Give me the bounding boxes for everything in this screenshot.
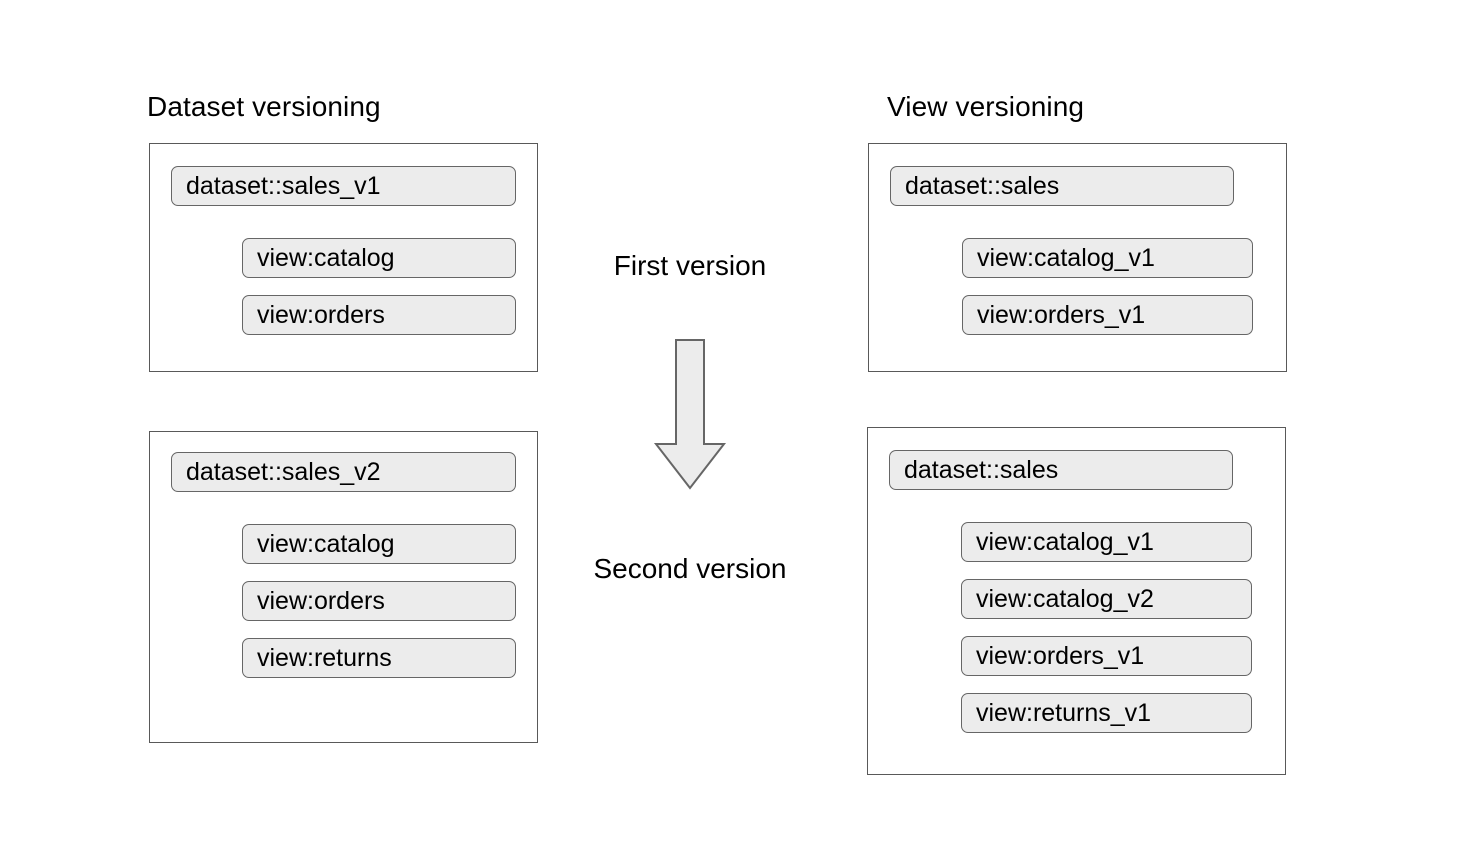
- view-pill[interactable]: view:catalog: [242, 524, 516, 564]
- view-pill[interactable]: view:catalog_v1: [961, 522, 1252, 562]
- view-pill[interactable]: view:orders_v1: [962, 295, 1253, 335]
- view-pill[interactable]: view:returns_v1: [961, 693, 1252, 733]
- group-dataset-versioning-first-version: dataset::sales_v1 view:catalog view:orde…: [149, 143, 538, 372]
- center-label-first-version: First version: [613, 250, 767, 281]
- view-pill[interactable]: view:returns: [242, 638, 516, 678]
- dataset-pill[interactable]: dataset::sales_v2: [171, 452, 516, 492]
- view-pill[interactable]: view:orders: [242, 581, 516, 621]
- group-view-versioning-first-version: dataset::sales view:catalog_v1 view:orde…: [868, 143, 1287, 372]
- view-pill[interactable]: view:catalog_v1: [962, 238, 1253, 278]
- column-heading-view-versioning: View versioning: [887, 91, 1085, 122]
- dataset-pill[interactable]: dataset::sales: [889, 450, 1233, 490]
- column-heading-dataset-versioning: Dataset versioning: [147, 91, 381, 122]
- view-pill[interactable]: view:catalog_v2: [961, 579, 1252, 619]
- center-label-second-version: Second version: [593, 553, 787, 584]
- group-view-versioning-second-version: dataset::sales view:catalog_v1 view:cata…: [867, 427, 1286, 775]
- dataset-pill[interactable]: dataset::sales_v1: [171, 166, 516, 206]
- dataset-pill[interactable]: dataset::sales: [890, 166, 1234, 206]
- view-pill[interactable]: view:orders: [242, 295, 516, 335]
- view-pill[interactable]: view:orders_v1: [961, 636, 1252, 676]
- group-dataset-versioning-second-version: dataset::sales_v2 view:catalog view:orde…: [149, 431, 538, 743]
- arrow-down-icon: [653, 339, 727, 490]
- view-pill[interactable]: view:catalog: [242, 238, 516, 278]
